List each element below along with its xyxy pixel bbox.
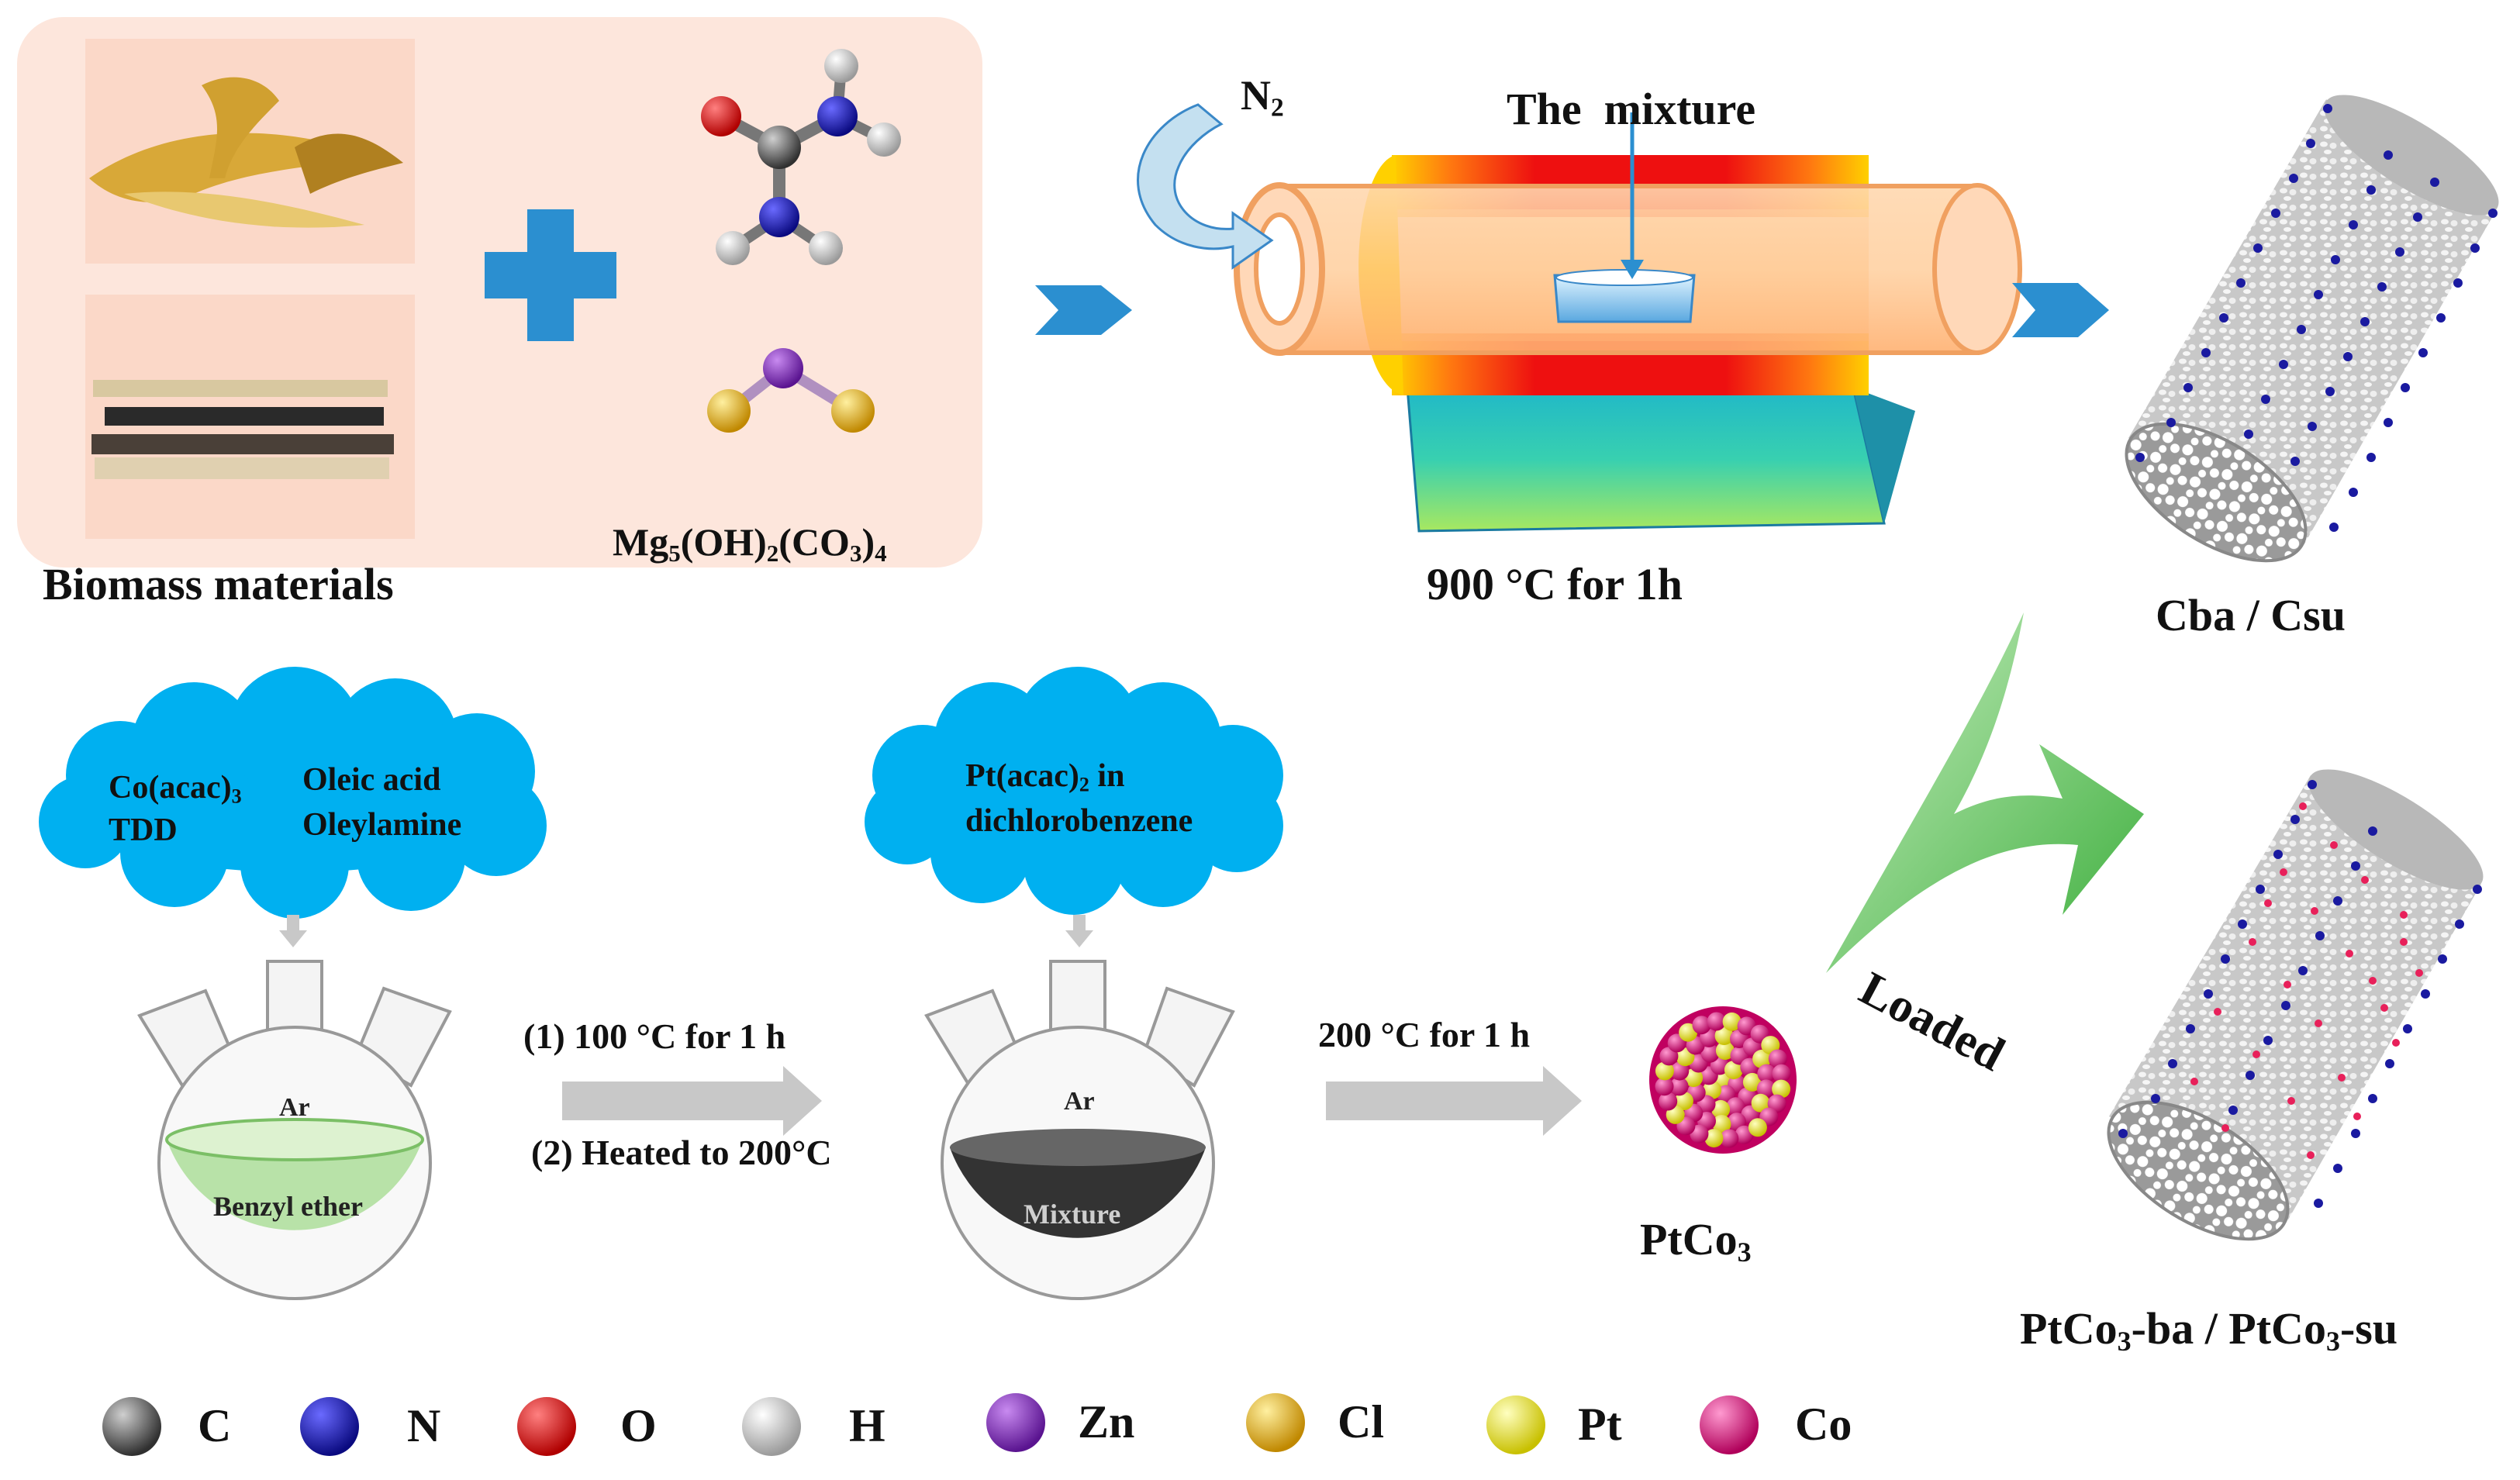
- precursor-cloud-1: [39, 667, 547, 919]
- flask2-gas: Ar: [1064, 1087, 1095, 1116]
- flask1-liquid: Benzyl ether: [213, 1191, 363, 1222]
- three-neck-flask-1: [137, 960, 452, 1300]
- nanoparticle-atom: [1772, 1079, 1791, 1099]
- nanoparticle-atom: [1692, 1016, 1711, 1035]
- cloud1-oleylamine: Oleylamine: [302, 807, 462, 843]
- n-dopant-dots: [2135, 104, 2498, 532]
- legend-label-o: O: [620, 1400, 657, 1451]
- nanoparticle-atom: [1670, 1061, 1690, 1081]
- step1-label: (1) 100 °C for 1 h: [523, 1016, 786, 1056]
- flask2-liquid: Mixture: [1024, 1199, 1121, 1230]
- nanoparticle-atom: [1726, 1097, 1745, 1116]
- banana-peel-image: [85, 39, 415, 264]
- nanoparticle-atom: [1742, 1072, 1762, 1092]
- cloud1-tdd: TDD: [109, 812, 178, 848]
- nanoparticle-atom: [1722, 1012, 1742, 1031]
- nanoparticle-atom: [1704, 1129, 1724, 1148]
- ptco3-particle-dots: [2190, 802, 2423, 1159]
- precursor-cloud-2: [865, 667, 1283, 915]
- legend-sphere-zn: [986, 1393, 1045, 1452]
- nanoparticle-atom: [1720, 1129, 1739, 1148]
- legend-spheres: [102, 1393, 1759, 1456]
- legend-sphere-h: [742, 1397, 801, 1456]
- biomass-label: Biomass materials: [43, 559, 394, 609]
- cloud2-dichlorobenzene: dichlorobenzene: [965, 803, 1193, 839]
- nanoparticle-atom: [1752, 1049, 1772, 1068]
- nanoparticle-atom: [1768, 1049, 1787, 1068]
- legend-sphere-n: [300, 1397, 359, 1456]
- n-dopant-dots: [2118, 780, 2482, 1208]
- carbon-tube-cba-csu: [2125, 95, 2499, 563]
- zncl2-molecule: [707, 348, 875, 433]
- urea-molecule: [701, 49, 901, 265]
- mg-formula-label: Mg5(OH)2(CO3)4: [613, 520, 887, 567]
- nanoparticle-atom: [1655, 1077, 1674, 1096]
- legend-label-co: Co: [1795, 1399, 1852, 1450]
- nanoparticle-atom: [1703, 1080, 1722, 1099]
- legend-sphere-pt: [1486, 1395, 1545, 1454]
- flask1-gas: Ar: [279, 1093, 310, 1122]
- nanoparticle-atom: [1684, 1068, 1704, 1088]
- nanoparticle-atom: [1674, 1092, 1693, 1111]
- nanoparticle-atom: [1748, 1118, 1767, 1137]
- arrow-step-2: [1326, 1066, 1582, 1136]
- step3-label: 200 °C for 1 h: [1318, 1015, 1531, 1054]
- arrow-cloud2-to-flask: [1065, 915, 1093, 947]
- legend-sphere-cl: [1246, 1393, 1305, 1452]
- nanoparticle-atom: [1655, 1061, 1674, 1081]
- carbon-tube-ptco3: [2107, 769, 2484, 1241]
- nanoparticle-atom: [1756, 1079, 1776, 1099]
- nanoparticle-atom: [1711, 1099, 1731, 1119]
- nanoparticle-atom: [1751, 1093, 1770, 1113]
- step2-label: (2) Heated to 200°C: [531, 1133, 832, 1172]
- three-neck-flask-2: [924, 960, 1235, 1300]
- arrow-cloud1-to-flask: [279, 915, 307, 947]
- nanoparticle-atom: [1712, 1115, 1731, 1133]
- ptco3-label: PtCo3: [1640, 1214, 1752, 1268]
- nanoparticle-atom: [1772, 1064, 1791, 1083]
- legend-sphere-o: [517, 1397, 576, 1456]
- mixture-label: The mixture: [1506, 84, 1756, 134]
- legend-label-c: C: [198, 1400, 232, 1451]
- furnace-temp-label: 900 °C for 1h: [1427, 559, 1683, 609]
- cba-csu-label: Cba / Csu: [2156, 590, 2346, 640]
- nanoparticle-atom: [1714, 1026, 1734, 1045]
- sugarcane-image: [85, 295, 415, 539]
- legend-sphere-c: [102, 1397, 161, 1456]
- nanoparticle-atom: [1700, 1044, 1720, 1063]
- cloud2-pt-acac: Pt(acac)2 in: [965, 758, 1125, 796]
- final-product-label: PtCo3-ba / PtCo3-su: [2020, 1303, 2398, 1357]
- legend-label-cl: Cl: [1338, 1396, 1384, 1447]
- legend-label-zn: Zn: [1078, 1396, 1135, 1447]
- nanoparticle-atom: [1724, 1061, 1743, 1080]
- legend-label-n: N: [407, 1400, 441, 1451]
- plus-icon: [485, 209, 616, 341]
- nanoparticle-atom: [1715, 1041, 1735, 1061]
- ptco3-nanoparticle: [1649, 1006, 1797, 1154]
- tube-furnace: [1137, 103, 2022, 533]
- cloud1-oleic-acid: Oleic acid: [302, 762, 441, 798]
- nanoparticle-atom: [1757, 1064, 1776, 1083]
- n2-label: N2: [1241, 72, 1284, 122]
- cloud1-co-acac: Co(acac)3: [109, 770, 242, 808]
- legend-sphere-co: [1700, 1395, 1759, 1454]
- arrow-to-furnace: [1035, 285, 1132, 335]
- arrow-step-1: [562, 1066, 822, 1136]
- legend-label-pt: Pt: [1578, 1399, 1622, 1450]
- legend-label-h: H: [849, 1400, 885, 1451]
- materials-panel: [17, 17, 982, 568]
- loaded-arrow: [1826, 612, 2144, 973]
- arrow-to-cba: [2012, 283, 2109, 337]
- nanoparticle-atom: [1659, 1092, 1678, 1111]
- nanoparticle-atom: [1669, 1077, 1689, 1096]
- nanoparticle-atom: [1707, 1012, 1726, 1031]
